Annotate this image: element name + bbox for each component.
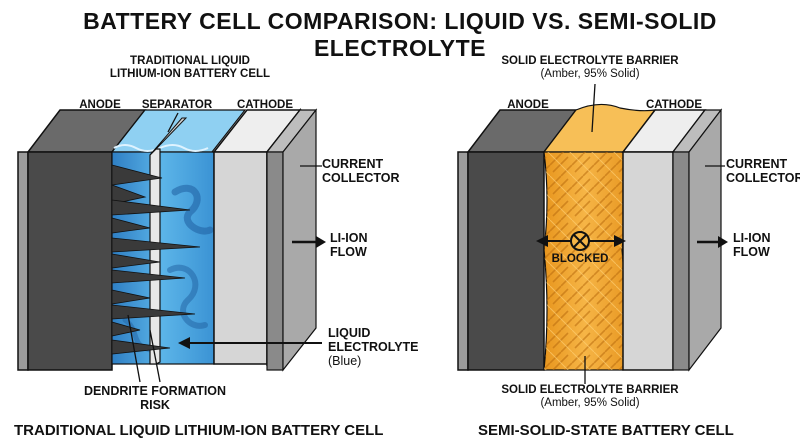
left-dendrite-line1: DENDRITE FORMATION	[83, 384, 227, 398]
left-dendrites	[111, 164, 201, 355]
left-dendrite-label: DENDRITE FORMATION RISK	[80, 384, 230, 412]
right-barrier-top-label: SOLID ELECTROLYTE BARRIER (Amber, 95% So…	[495, 55, 685, 81]
right-anode-label: ANODE	[507, 99, 549, 111]
left-flow-label: LI-ION FLOW	[330, 231, 380, 259]
left-collector-line2: COLLECTOR	[322, 171, 400, 185]
left-header-line1: TRADITIONAL LIQUID	[130, 55, 250, 67]
left-anode	[27, 151, 113, 371]
right-barrier-top-line1: SOLID ELECTROLYTE BARRIER	[501, 55, 679, 67]
left-separator	[149, 148, 161, 365]
right-blocked-label: BLOCKED	[551, 253, 609, 265]
left-electrolyte-line3: (Blue)	[328, 354, 362, 368]
right-amber-top	[542, 103, 657, 153]
right-cathode-label: CATHODE	[645, 99, 702, 111]
left-bottom-title: TRADITIONAL LIQUID LITHIUM-ION BATTERY C…	[14, 422, 384, 439]
left-header-line2: LITHIUM-ION BATTERY CELL	[109, 67, 271, 80]
left-dendrite-leader-2	[149, 329, 161, 383]
right-barrier-bottom-label: SOLID ELECTROLYTE BARRIER (Amber, 95% So…	[490, 384, 690, 410]
left-separator-label: SEPARATOR	[141, 99, 213, 111]
right-amber-texture	[544, 152, 626, 370]
right-cell	[457, 83, 728, 384]
left-current-collector	[266, 151, 284, 371]
right-blocked-arrow-right-head	[614, 235, 626, 247]
right-cathode	[622, 151, 674, 371]
right-barrier-top-line2: (Amber, 95% Solid)	[540, 67, 640, 80]
left-dendrite-line2: RISK	[140, 398, 170, 412]
right-barrier-bottom-line1: SOLID ELECTROLYTE BARRIER	[501, 384, 679, 396]
left-collector-line1: CURRENT	[322, 157, 384, 171]
left-flow-arrow-head	[316, 236, 326, 248]
left-liquid-surface-waves	[113, 144, 209, 152]
right-bottom-title: SEMI-SOLID-STATE BATTERY CELL	[478, 422, 734, 439]
right-blocked-arrow-left-head	[536, 235, 548, 247]
right-collector-label: CURRENT COLLECTOR	[726, 157, 800, 185]
blocked-icon-cross-2	[573, 234, 587, 248]
right-barrier-bottom-line2: (Amber, 95% Solid)	[540, 396, 640, 409]
right-anode	[467, 151, 545, 371]
right-barrier-top-leader	[591, 83, 596, 133]
right-current-collector	[672, 151, 690, 371]
left-cathode-label: CATHODE	[236, 99, 293, 111]
left-cathode	[213, 151, 268, 365]
left-electrolyte-arrow-head	[178, 337, 190, 349]
right-flow-line2: FLOW	[733, 245, 770, 259]
right-anode-side-face	[457, 151, 469, 371]
left-electrolyte-label: LIQUID ELECTROLYTE (Blue)	[328, 326, 419, 368]
right-flow-label: LI-ION FLOW	[733, 231, 783, 259]
left-header: TRADITIONAL LIQUID LITHIUM-ION BATTERY C…	[105, 55, 275, 81]
left-separator-leader	[167, 112, 179, 133]
left-electrolyte-line2: ELECTROLYTE	[328, 340, 419, 354]
left-flow-line2: FLOW	[330, 245, 367, 259]
left-collector-label: CURRENT COLLECTOR	[322, 157, 400, 185]
right-collector-right-face	[688, 108, 722, 372]
left-liquid-swirl-1	[171, 184, 214, 235]
left-separator-top	[149, 117, 188, 156]
right-flow-line1: LI-ION	[733, 231, 771, 245]
left-cell	[17, 107, 326, 383]
left-electrolyte-line1: LIQUID	[328, 326, 371, 340]
right-collector-line2: COLLECTOR	[726, 171, 800, 185]
left-anode-side-face	[17, 151, 29, 371]
left-flow-line1: LI-ION	[330, 231, 368, 245]
left-anode-label: ANODE	[79, 99, 121, 111]
right-flow-arrow-head	[718, 236, 728, 248]
left-collector-right-face	[282, 108, 317, 372]
left-dendrite-leader-1	[127, 314, 141, 383]
page-title: BATTERY CELL COMPARISON: LIQUID VS. SEMI…	[83, 8, 717, 61]
right-collector-line1: CURRENT	[726, 157, 788, 171]
left-liquid-swirl-2	[167, 264, 208, 329]
